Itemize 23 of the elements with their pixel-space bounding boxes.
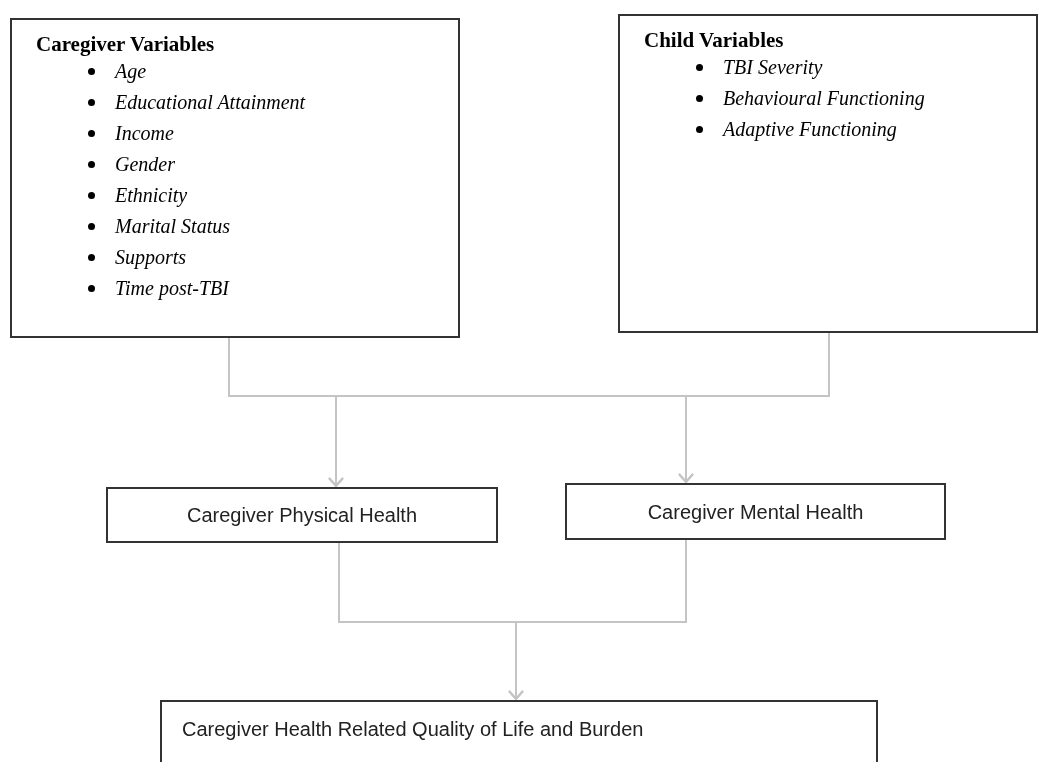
variable-item: Income (115, 121, 174, 146)
variable-item: Marital Status (115, 214, 230, 239)
variable-item: Educational Attainment (115, 90, 306, 115)
variable-item: Adaptive Functioning (723, 117, 897, 143)
variable-item: Age (115, 59, 147, 85)
box-label: Caregiver Physical Health (186, 503, 418, 528)
variables-box (10, 18, 460, 338)
variable-item: Supports (115, 245, 187, 271)
variables-box (618, 14, 1038, 333)
outcome-box (160, 700, 878, 762)
variable-item: Gender (115, 152, 175, 177)
variable-item: Behavioural Functioning (723, 86, 925, 112)
outcome-box (565, 483, 946, 540)
box-label: Caregiver Health Related Quality of Life and Burden (182, 718, 644, 740)
box-heading: Child Variables (644, 28, 785, 52)
box-label: Caregiver Mental Health (647, 499, 864, 525)
variable-item: Ethnicity (115, 183, 188, 209)
outcome-box (106, 487, 498, 543)
box-heading: Caregiver Variables (36, 32, 216, 56)
arrow (678, 332, 830, 483)
variable-item: TBI Severity (723, 55, 823, 81)
arrow (508, 539, 687, 700)
variable-item: Time post-TBI (115, 276, 229, 302)
